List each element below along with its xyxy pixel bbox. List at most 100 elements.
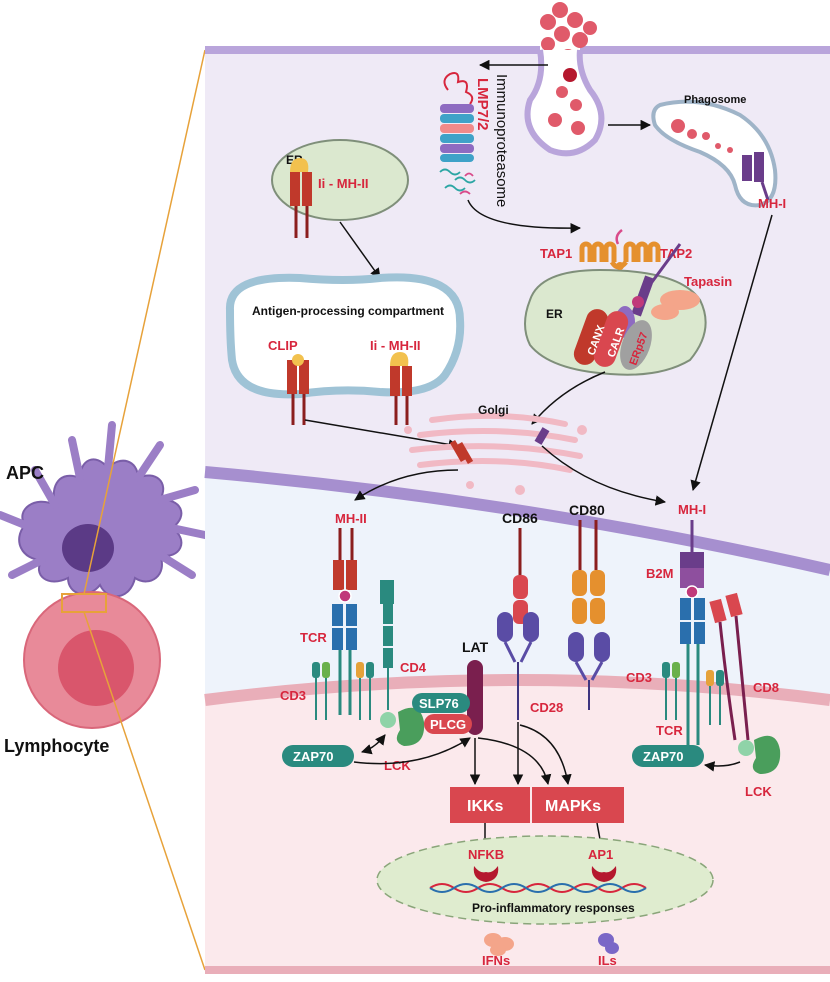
plcg-label: PLCG <box>430 717 466 732</box>
immunoproteasome-complex <box>439 72 476 195</box>
golgi-label: Golgi <box>478 403 509 417</box>
arrow-golgi-to-mhi-surface <box>541 445 667 506</box>
tcr-right-label: TCR <box>656 723 683 738</box>
lck-left-shape <box>380 707 425 746</box>
cd86-label: CD86 <box>502 510 538 526</box>
cd4-molecule <box>380 580 394 710</box>
dna-helix <box>429 883 647 893</box>
nfkb-label: NFKB <box>468 847 504 862</box>
golgi-apparatus <box>409 412 583 473</box>
antigen-cluster <box>540 2 597 63</box>
ii-mhii-top-label: Ii - MH-II <box>318 176 369 191</box>
ils-shape <box>598 933 619 954</box>
nucleus <box>376 835 714 925</box>
ikks-box <box>450 787 530 823</box>
cd80-molecule <box>572 520 605 624</box>
mhii-surface-label: MH-II <box>335 511 367 526</box>
clip-mhii <box>287 354 309 425</box>
apc-plasma-membrane <box>204 466 830 576</box>
cd8-molecule <box>709 592 750 741</box>
lck-right-label: LCK <box>745 784 772 799</box>
mapks-label: MAPKs <box>545 798 601 815</box>
cd3-right-molecule <box>662 662 724 725</box>
plcg-box <box>424 714 472 734</box>
cd4-label: CD4 <box>400 660 427 675</box>
ils-label: ILs <box>598 953 617 968</box>
mhi-surface <box>680 520 704 599</box>
lymphocyte-cell <box>23 591 161 729</box>
immunoproteasome-label: Immunoproteasome <box>493 74 510 207</box>
apc-label: APC <box>6 463 44 483</box>
cd3-left-label: CD3 <box>280 688 306 703</box>
tcr-left-molecule <box>332 604 357 715</box>
phagosome-mhi <box>742 152 770 201</box>
calr-chaperone <box>593 311 629 367</box>
arrow-zap70-to-lat <box>353 737 471 765</box>
cd3-left-molecule <box>312 662 374 720</box>
cd3-right-label: CD3 <box>626 670 652 685</box>
tapasin-shape <box>651 290 700 320</box>
ii-mhii-top <box>290 158 312 238</box>
pro-inflammatory-label: Pro-inflammatory responses <box>472 901 635 915</box>
cd28-label: CD28 <box>530 700 563 715</box>
zap70-right-label: ZAP70 <box>643 749 683 764</box>
tcr-left-label: TCR <box>300 630 327 645</box>
arrow-peptides-to-tap <box>467 199 582 234</box>
tap2-label: TAP2 <box>660 246 692 261</box>
ifns-label: IFNs <box>482 953 510 968</box>
mapks-box <box>532 787 624 823</box>
b2m-label: B2M <box>646 566 673 581</box>
antigen-processing-compartment <box>226 273 465 399</box>
cd80-label: CD80 <box>569 502 605 518</box>
erp57-chaperone <box>620 320 652 370</box>
compartment-label: Antigen-processing compartment <box>252 304 444 318</box>
arrow-lck-to-zap70-right <box>703 761 741 772</box>
mhii-surface <box>333 528 357 603</box>
arrow-compartment-to-golgi <box>304 419 460 450</box>
arrow-lck-to-zap70-left <box>360 734 386 755</box>
cd8-label: CD8 <box>753 680 779 695</box>
ii-mhii-comp <box>390 352 412 425</box>
zoom-line-bottom <box>83 611 206 971</box>
apc-cell <box>0 421 209 598</box>
golgi-mhii <box>449 439 474 465</box>
phagosome-label: Phagosome <box>684 94 746 106</box>
tcr-right-molecule <box>680 598 705 745</box>
tap-transporter <box>579 229 661 270</box>
tapasin-label: Tapasin <box>684 274 732 289</box>
arrow-mhi-to-surface <box>690 214 773 492</box>
slp76-label: SLP76 <box>419 696 459 711</box>
arrows-to-kinases <box>469 722 572 786</box>
mhi-surface-label: MH-I <box>678 502 706 517</box>
golgi-vesicles <box>404 425 587 495</box>
cd28-ctla-molecule <box>568 632 610 710</box>
lat-label: LAT <box>462 639 489 655</box>
arrow-golgi-to-mhii-surface <box>354 469 459 501</box>
zoom-line-top <box>83 49 206 595</box>
tap1-label: TAP1 <box>540 246 572 261</box>
phagosome-antigens <box>671 119 733 153</box>
zap70-left-box <box>282 745 354 767</box>
er-right-label: ER <box>546 307 563 321</box>
endocytosed-antigens <box>548 68 585 135</box>
lck-left-label: LCK <box>384 758 411 773</box>
lymphocyte-label: Lymphocyte <box>4 736 109 756</box>
ap1-label: AP1 <box>588 847 613 862</box>
slp76-box <box>412 693 470 713</box>
arrow-er-to-compartment <box>339 221 381 279</box>
lmp-label: LMP7/2 <box>474 78 491 131</box>
mhi-top-label: MH-I <box>758 196 786 211</box>
zap70-left-label: ZAP70 <box>293 749 333 764</box>
nfkb-shape <box>473 866 499 882</box>
lat-molecule <box>467 660 483 735</box>
ifns-shape <box>484 933 514 956</box>
ii-mhii-comp-label: Ii - MH-II <box>370 338 421 353</box>
ikks-label: IKKs <box>467 798 504 815</box>
zap70-right-box <box>632 745 704 767</box>
cd28-molecule <box>497 612 539 720</box>
lck-right-shape <box>738 735 781 774</box>
ap1-shape <box>591 866 617 882</box>
clip-label: CLIP <box>268 338 298 353</box>
